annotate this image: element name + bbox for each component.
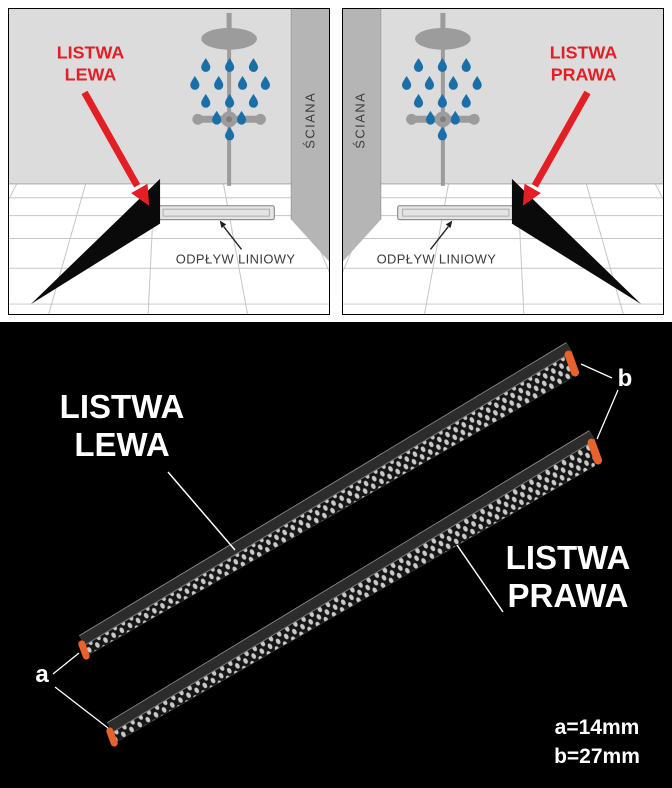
end-cap-a bbox=[106, 727, 118, 747]
left-strip-label-line1: LISTWA bbox=[57, 43, 125, 63]
flange-edge-highlight bbox=[107, 430, 590, 723]
left-shower-diagram: LISTWA LEWA ŚCIANA ODPŁYW LINIOWY bbox=[9, 9, 329, 314]
flange-edge-highlight bbox=[79, 342, 567, 636]
left-strip-render-label-line2: LEWA bbox=[74, 426, 169, 463]
right-shower-diagram: LISTWA PRAWA ŚCIANA ODPŁYW LINIOWY bbox=[343, 9, 663, 314]
drain-pointer-arrow bbox=[219, 220, 243, 250]
strip-wedge bbox=[30, 178, 161, 305]
shower-scene-mirrored bbox=[343, 9, 663, 314]
ridge-highlight bbox=[112, 439, 596, 733]
linear-drain bbox=[157, 205, 275, 221]
drain-pointer-arrow bbox=[429, 220, 453, 250]
dim-b-value: b=27mm bbox=[554, 745, 640, 768]
red-pointer-arrow bbox=[522, 90, 591, 206]
installation-diagrams: LISTWA LEWA ŚCIANA ODPŁYW LINIOWY bbox=[0, 0, 672, 322]
right-strip-render-label-line2: PRAWA bbox=[507, 577, 628, 614]
side-wall bbox=[343, 9, 381, 262]
right-strip-render bbox=[106, 430, 603, 747]
shower-fixture bbox=[406, 12, 480, 186]
red-pointer-arrow bbox=[81, 90, 150, 206]
floor bbox=[9, 183, 329, 314]
left-strip-render bbox=[78, 342, 580, 660]
shower-fixture bbox=[192, 12, 266, 186]
product-render-section: LISTWA LEWA LISTWA PRAWA b a a=14mm b=27… bbox=[0, 322, 672, 788]
dim-b-leader-line-2 bbox=[596, 389, 619, 440]
side-wall bbox=[291, 9, 329, 262]
shower-scene bbox=[9, 9, 329, 314]
back-wall bbox=[343, 9, 663, 184]
diagram-left-strip-panel: LISTWA LEWA ŚCIANA ODPŁYW LINIOWY bbox=[8, 8, 330, 315]
right-strip-label-line2: PRAWA bbox=[551, 65, 617, 85]
wall-label: ŚCIANA bbox=[303, 92, 318, 149]
end-cap-a bbox=[78, 640, 90, 660]
right-label-leader-line bbox=[456, 544, 504, 613]
left-strip-render-label-line1: LISTWA bbox=[60, 388, 185, 425]
end-cap-b bbox=[587, 438, 603, 465]
drain-label: ODPŁYW LINIOWY bbox=[176, 251, 296, 266]
dim-a-leader-line-2 bbox=[54, 686, 109, 729]
ridge-highlight bbox=[84, 351, 573, 646]
dim-a-value: a=14mm bbox=[555, 716, 640, 739]
strips-render: LISTWA LEWA LISTWA PRAWA b a a=14mm b=27… bbox=[0, 322, 672, 788]
diagram-right-strip-panel: LISTWA PRAWA ŚCIANA ODPŁYW LINIOWY bbox=[342, 8, 664, 315]
end-cap-b bbox=[564, 350, 580, 377]
dim-b-leader-line-1 bbox=[580, 363, 613, 379]
wall-label: ŚCIANA bbox=[352, 92, 367, 149]
drain-label: ODPŁYW LINIOWY bbox=[377, 251, 497, 266]
dim-a-leader-line-1 bbox=[52, 652, 80, 675]
left-label-leader-line bbox=[167, 471, 236, 551]
dim-b-letter: b bbox=[618, 365, 633, 392]
black-background bbox=[0, 322, 672, 788]
linear-drain bbox=[397, 205, 515, 221]
left-strip-label-line2: LEWA bbox=[65, 65, 117, 85]
dim-a-letter: a bbox=[35, 661, 49, 688]
floor bbox=[343, 183, 663, 314]
right-strip-render-label-line1: LISTWA bbox=[506, 539, 631, 576]
right-strip-label-line1: LISTWA bbox=[550, 43, 618, 63]
back-wall bbox=[9, 9, 329, 184]
